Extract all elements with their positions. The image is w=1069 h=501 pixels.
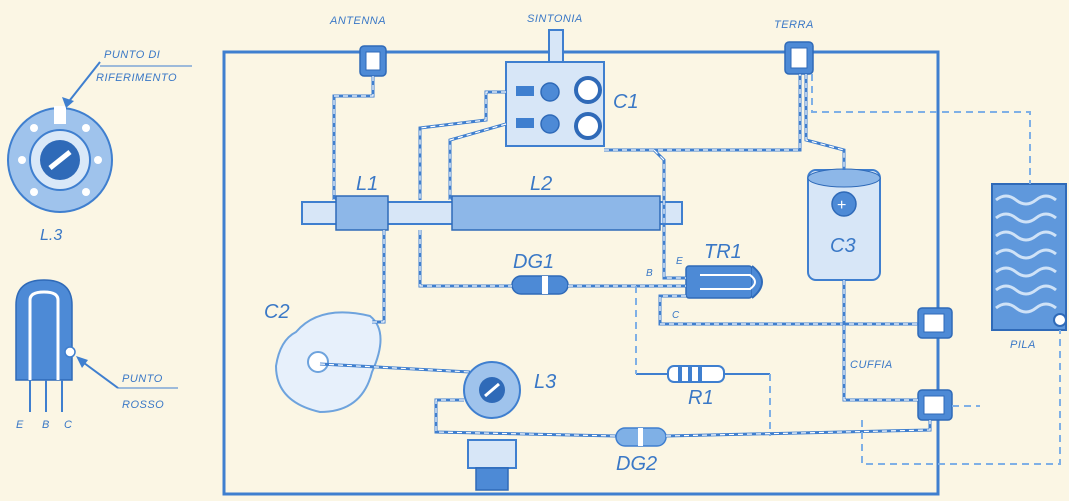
dg2-label: DG2 bbox=[616, 453, 657, 475]
dg2-diode bbox=[615, 427, 667, 447]
ferrite-rod bbox=[301, 195, 683, 231]
c2-variable-capacitor bbox=[274, 311, 382, 414]
c1-tuning-capacitor bbox=[505, 29, 605, 147]
c3-capacitor: + bbox=[807, 168, 881, 281]
red-dot-label-2: ROSSO bbox=[122, 399, 164, 411]
wiring bbox=[319, 74, 1061, 465]
dg1-label: DG1 bbox=[513, 251, 554, 273]
pila-label: PILA bbox=[1010, 339, 1036, 351]
transistor-pinout bbox=[15, 279, 76, 412]
l3-label: L3 bbox=[534, 371, 556, 393]
c1-label: C1 bbox=[613, 91, 639, 113]
l1-label: L1 bbox=[356, 173, 378, 195]
pila-battery bbox=[991, 183, 1067, 331]
l3-coil bbox=[463, 361, 521, 491]
l3-caption: L.3 bbox=[40, 227, 62, 244]
pin-b-label: B bbox=[42, 419, 50, 431]
pin-e-label: E bbox=[16, 419, 24, 431]
terra-label: TERRA bbox=[774, 19, 814, 31]
red-dot-label-1: PUNTO bbox=[122, 373, 163, 385]
l3-detail-dial bbox=[7, 106, 113, 213]
tr1-base-label: B bbox=[646, 268, 653, 279]
c2-label: C2 bbox=[264, 301, 290, 323]
cuffia-jack-bottom bbox=[917, 389, 953, 421]
tr1-label: TR1 bbox=[704, 241, 742, 263]
l2-label: L2 bbox=[530, 173, 552, 195]
tr1-collector-label: C bbox=[672, 310, 680, 321]
l1-coil bbox=[335, 195, 389, 231]
c3-label: C3 bbox=[830, 235, 856, 257]
dg1-diode bbox=[511, 275, 569, 295]
antenna-terminal bbox=[359, 45, 387, 77]
svg-text:+: + bbox=[837, 197, 846, 214]
sintonia-label: SINTONIA bbox=[527, 13, 583, 25]
cuffia-label: CUFFIA bbox=[850, 359, 893, 371]
tr1-transistor bbox=[685, 265, 763, 299]
terra-terminal bbox=[784, 41, 814, 75]
ref-point-label-1: PUNTO DI bbox=[104, 49, 160, 61]
chassis-board bbox=[222, 50, 940, 496]
red-dot-marker bbox=[64, 346, 76, 358]
ref-point-label-2: RIFERIMENTO bbox=[96, 72, 177, 84]
r1-resistor bbox=[636, 365, 770, 383]
pin-c-label: C bbox=[64, 419, 72, 431]
tr1-emitter-label: E bbox=[676, 256, 683, 267]
l2-coil bbox=[451, 195, 661, 231]
r1-label: R1 bbox=[688, 387, 714, 409]
antenna-label: ANTENNA bbox=[329, 15, 386, 27]
cuffia-jack-top bbox=[917, 307, 953, 339]
